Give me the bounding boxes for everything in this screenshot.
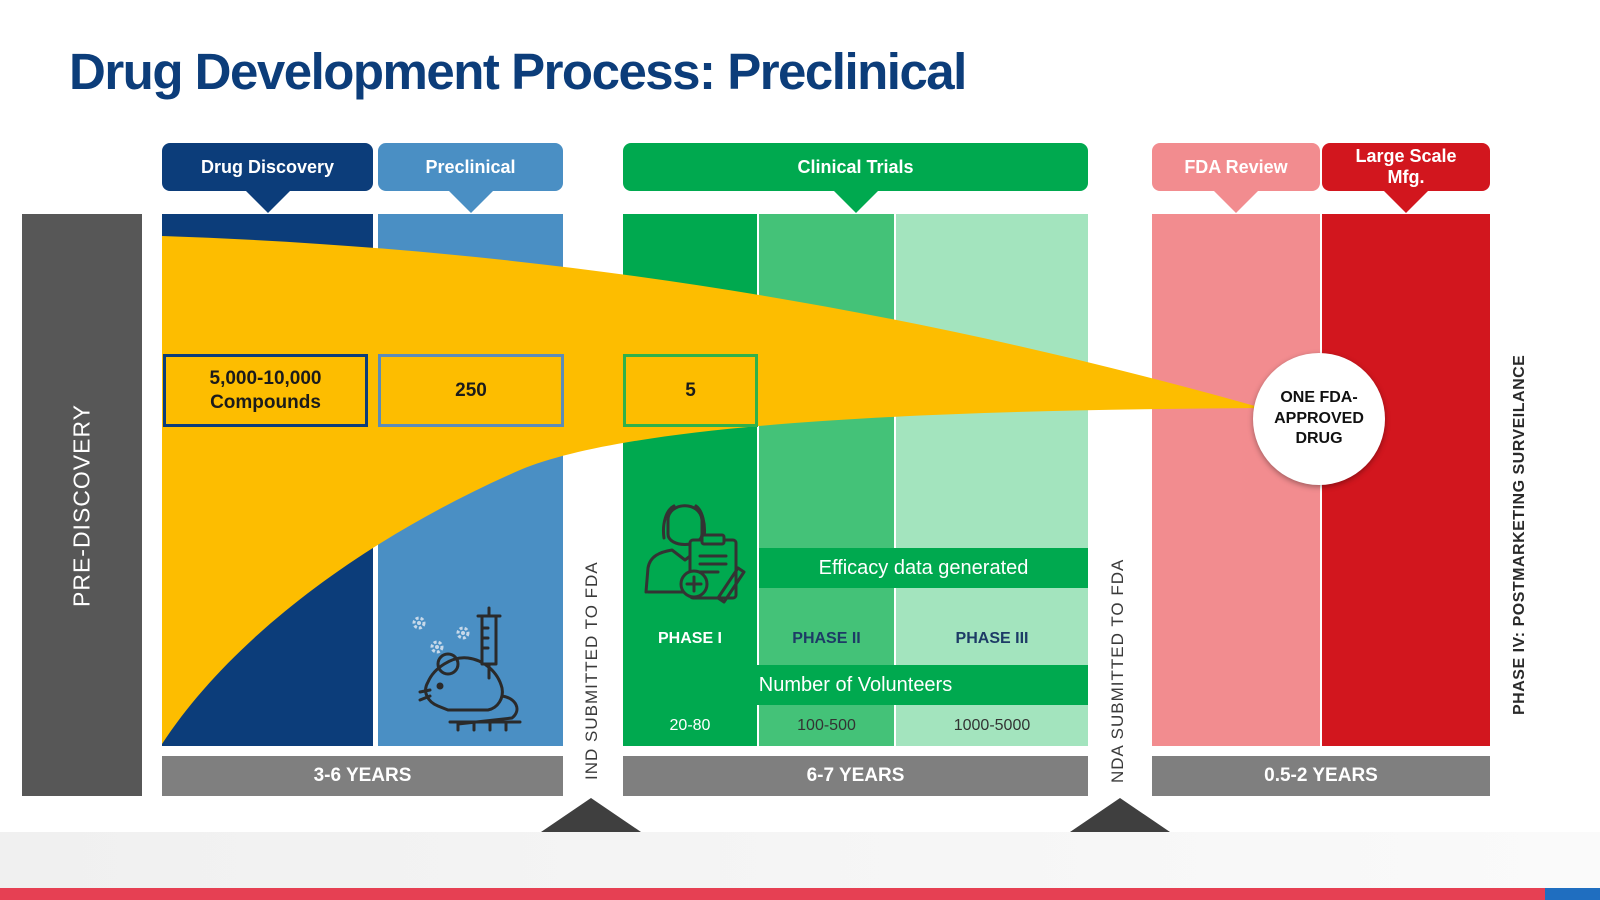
fda-review-column (1152, 214, 1320, 746)
phase-3-column (896, 214, 1088, 746)
duration-label: 0.5-2 YEARS (1264, 765, 1378, 786)
footer-blue-line (1545, 888, 1600, 900)
approved-drug-label: ONE FDA-APPROVED DRUG (1274, 388, 1364, 448)
efficacy-label: Efficacy data generated (818, 556, 1029, 579)
duration-band-clinical: 6-7 YEARS (623, 756, 1088, 796)
gear-icon (456, 626, 470, 640)
stage-header-label: FDA Review (1184, 156, 1288, 177)
ind-submitted-label: IND SUBMITTED TO FDA (582, 561, 601, 781)
page-title: Drug Development Process: Preclinical (69, 43, 967, 100)
count-box-discovery: 5,000-10,000 Compounds (163, 354, 368, 427)
stage-header-label: Preclinical (425, 156, 516, 177)
phase-3-volunteers: 1000-5000 (953, 717, 1031, 734)
volunteers-label: Number of Volunteers (758, 673, 953, 696)
nda-submitted-label: NDA SUBMITTED TO FDA (1108, 558, 1127, 784)
funnel-shape (162, 236, 1262, 744)
stage-header-label: Drug Discovery (200, 156, 335, 177)
stage-header-label: Large Scale Mfg. (1355, 146, 1457, 187)
approved-drug-circle: ONE FDA-APPROVED DRUG (1253, 353, 1385, 485)
doctor-clipboard-icon (644, 504, 746, 604)
phase-1-label: PHASE I (657, 630, 722, 647)
efficacy-strip: Efficacy data generated (759, 548, 1088, 588)
phase-iv-label: PHASE IV: POSTMARKETING SURVEILANCE (1511, 354, 1528, 716)
stage-header-drug-discovery: Drug Discovery (162, 143, 373, 213)
phase-2-volunteers: 100-500 (797, 717, 856, 734)
volunteers-strip: Number of Volunteers (623, 665, 1088, 705)
stage-header-preclinical: Preclinical (378, 143, 563, 213)
phase-3-label: PHASE III (955, 630, 1029, 647)
gear-icon (430, 640, 444, 654)
footer-red-line (0, 888, 1545, 900)
duration-band-review: 0.5-2 YEARS (1152, 756, 1490, 796)
stage-header-clinical-trials: Clinical Trials (623, 143, 1088, 213)
count-box-label: 250 (455, 379, 487, 401)
count-box-label: 5,000-10,000 Compounds (209, 367, 322, 413)
duration-label: 3-6 YEARS (313, 765, 412, 786)
duration-band-discovery: 3-6 YEARS (162, 756, 563, 796)
count-box-clinical: 5 (623, 354, 758, 427)
duration-label: 6-7 YEARS (806, 765, 905, 786)
stage-header-label: Clinical Trials (797, 156, 914, 177)
phase-2-label: PHASE II (792, 630, 861, 647)
gear-icon (412, 616, 426, 630)
phase-1-volunteers: 20-80 (669, 717, 711, 734)
footer-band (0, 832, 1600, 888)
lab-mouse-syringe-icon (418, 606, 522, 732)
ind-submission-marker (541, 798, 641, 832)
large-scale-mfg-column (1322, 214, 1490, 746)
stage-header-large-scale-mfg: Large Scale Mfg. (1322, 143, 1490, 213)
stage-header-fda-review: FDA Review (1152, 143, 1320, 213)
nda-submission-marker (1070, 798, 1170, 832)
count-box-preclinical: 250 (378, 354, 564, 427)
count-box-label: 5 (685, 379, 696, 401)
